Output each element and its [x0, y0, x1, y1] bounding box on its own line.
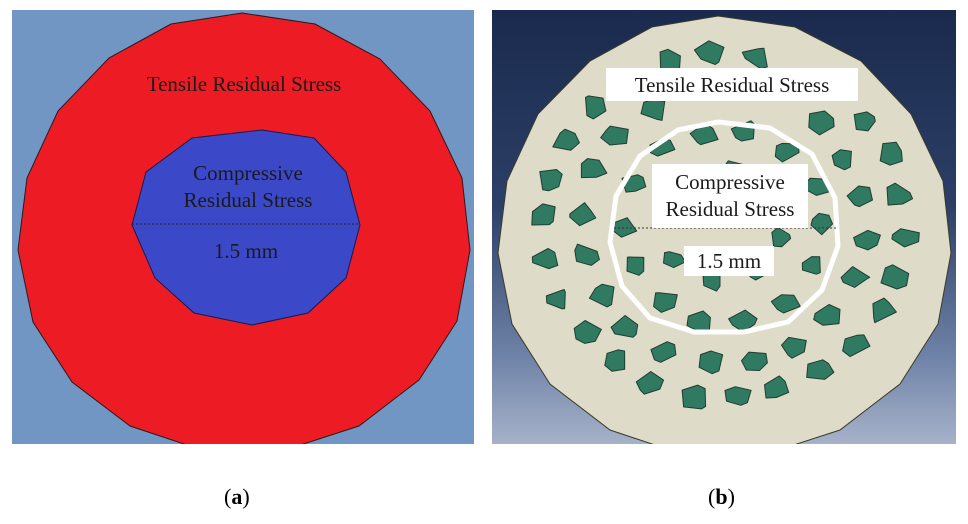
grain	[872, 297, 897, 324]
grain	[626, 256, 645, 276]
grain	[886, 182, 914, 206]
grain	[653, 292, 678, 313]
grain	[681, 384, 707, 410]
grain	[531, 203, 556, 226]
compressive-stress-label-line2: Residual Stress	[184, 188, 313, 212]
grain	[808, 110, 835, 136]
compressive-boundary-ring	[607, 119, 841, 335]
grain	[588, 283, 615, 308]
grain	[531, 248, 559, 270]
panel-a-solid-section: Tensile Residual Stress Compressive Resi…	[12, 10, 474, 444]
grain	[693, 40, 725, 65]
grain	[801, 256, 821, 275]
compressive-stress-label-line1: Compressive	[193, 161, 303, 185]
diameter-label: 1.5 mm	[697, 249, 761, 273]
grain	[771, 227, 792, 248]
grain	[831, 149, 852, 171]
grain	[741, 351, 768, 371]
grain	[573, 320, 602, 344]
compressive-stress-label-line2: Residual Stress	[666, 197, 795, 221]
grain	[569, 202, 597, 227]
grain	[600, 125, 629, 146]
tensile-stress-label: Tensile Residual Stress	[635, 73, 830, 97]
grain	[813, 304, 841, 326]
grain	[650, 341, 677, 363]
grain	[724, 386, 752, 406]
grain	[846, 185, 873, 208]
grain	[640, 99, 666, 121]
grain	[604, 349, 626, 372]
grain	[806, 359, 835, 380]
panel-b-grain-section: Tensile Residual Stress Compressive Resi…	[492, 10, 956, 444]
grain	[781, 336, 807, 359]
grain	[539, 169, 563, 192]
grain	[810, 212, 834, 236]
grain	[770, 294, 801, 314]
grain	[842, 334, 871, 358]
compressive-stress-label-line1: Compressive	[675, 170, 785, 194]
compressive-label-box	[652, 164, 808, 228]
caption-a: (a)	[224, 484, 250, 509]
diameter-label: 1.5 mm	[214, 239, 278, 263]
grain	[853, 229, 881, 251]
grain	[891, 228, 920, 248]
grain	[764, 375, 790, 399]
tensile-label-box	[606, 68, 858, 101]
grain	[580, 158, 608, 179]
grain	[689, 122, 719, 146]
outer-tensile-region	[497, 15, 952, 444]
diameter-label-box	[684, 246, 774, 276]
caption-b: (b)	[708, 484, 735, 509]
grain	[879, 141, 903, 166]
grain	[853, 111, 876, 132]
tensile-stress-label: Tensile Residual Stress	[147, 72, 342, 96]
grain	[698, 350, 724, 375]
grain	[663, 251, 686, 269]
grain	[545, 289, 566, 310]
grain	[585, 95, 607, 120]
grain	[552, 128, 580, 151]
grain	[574, 243, 600, 266]
inner-compressive-region	[131, 129, 361, 326]
grain	[610, 315, 639, 338]
grain	[840, 266, 871, 288]
grain	[880, 264, 910, 290]
grain	[635, 371, 664, 395]
